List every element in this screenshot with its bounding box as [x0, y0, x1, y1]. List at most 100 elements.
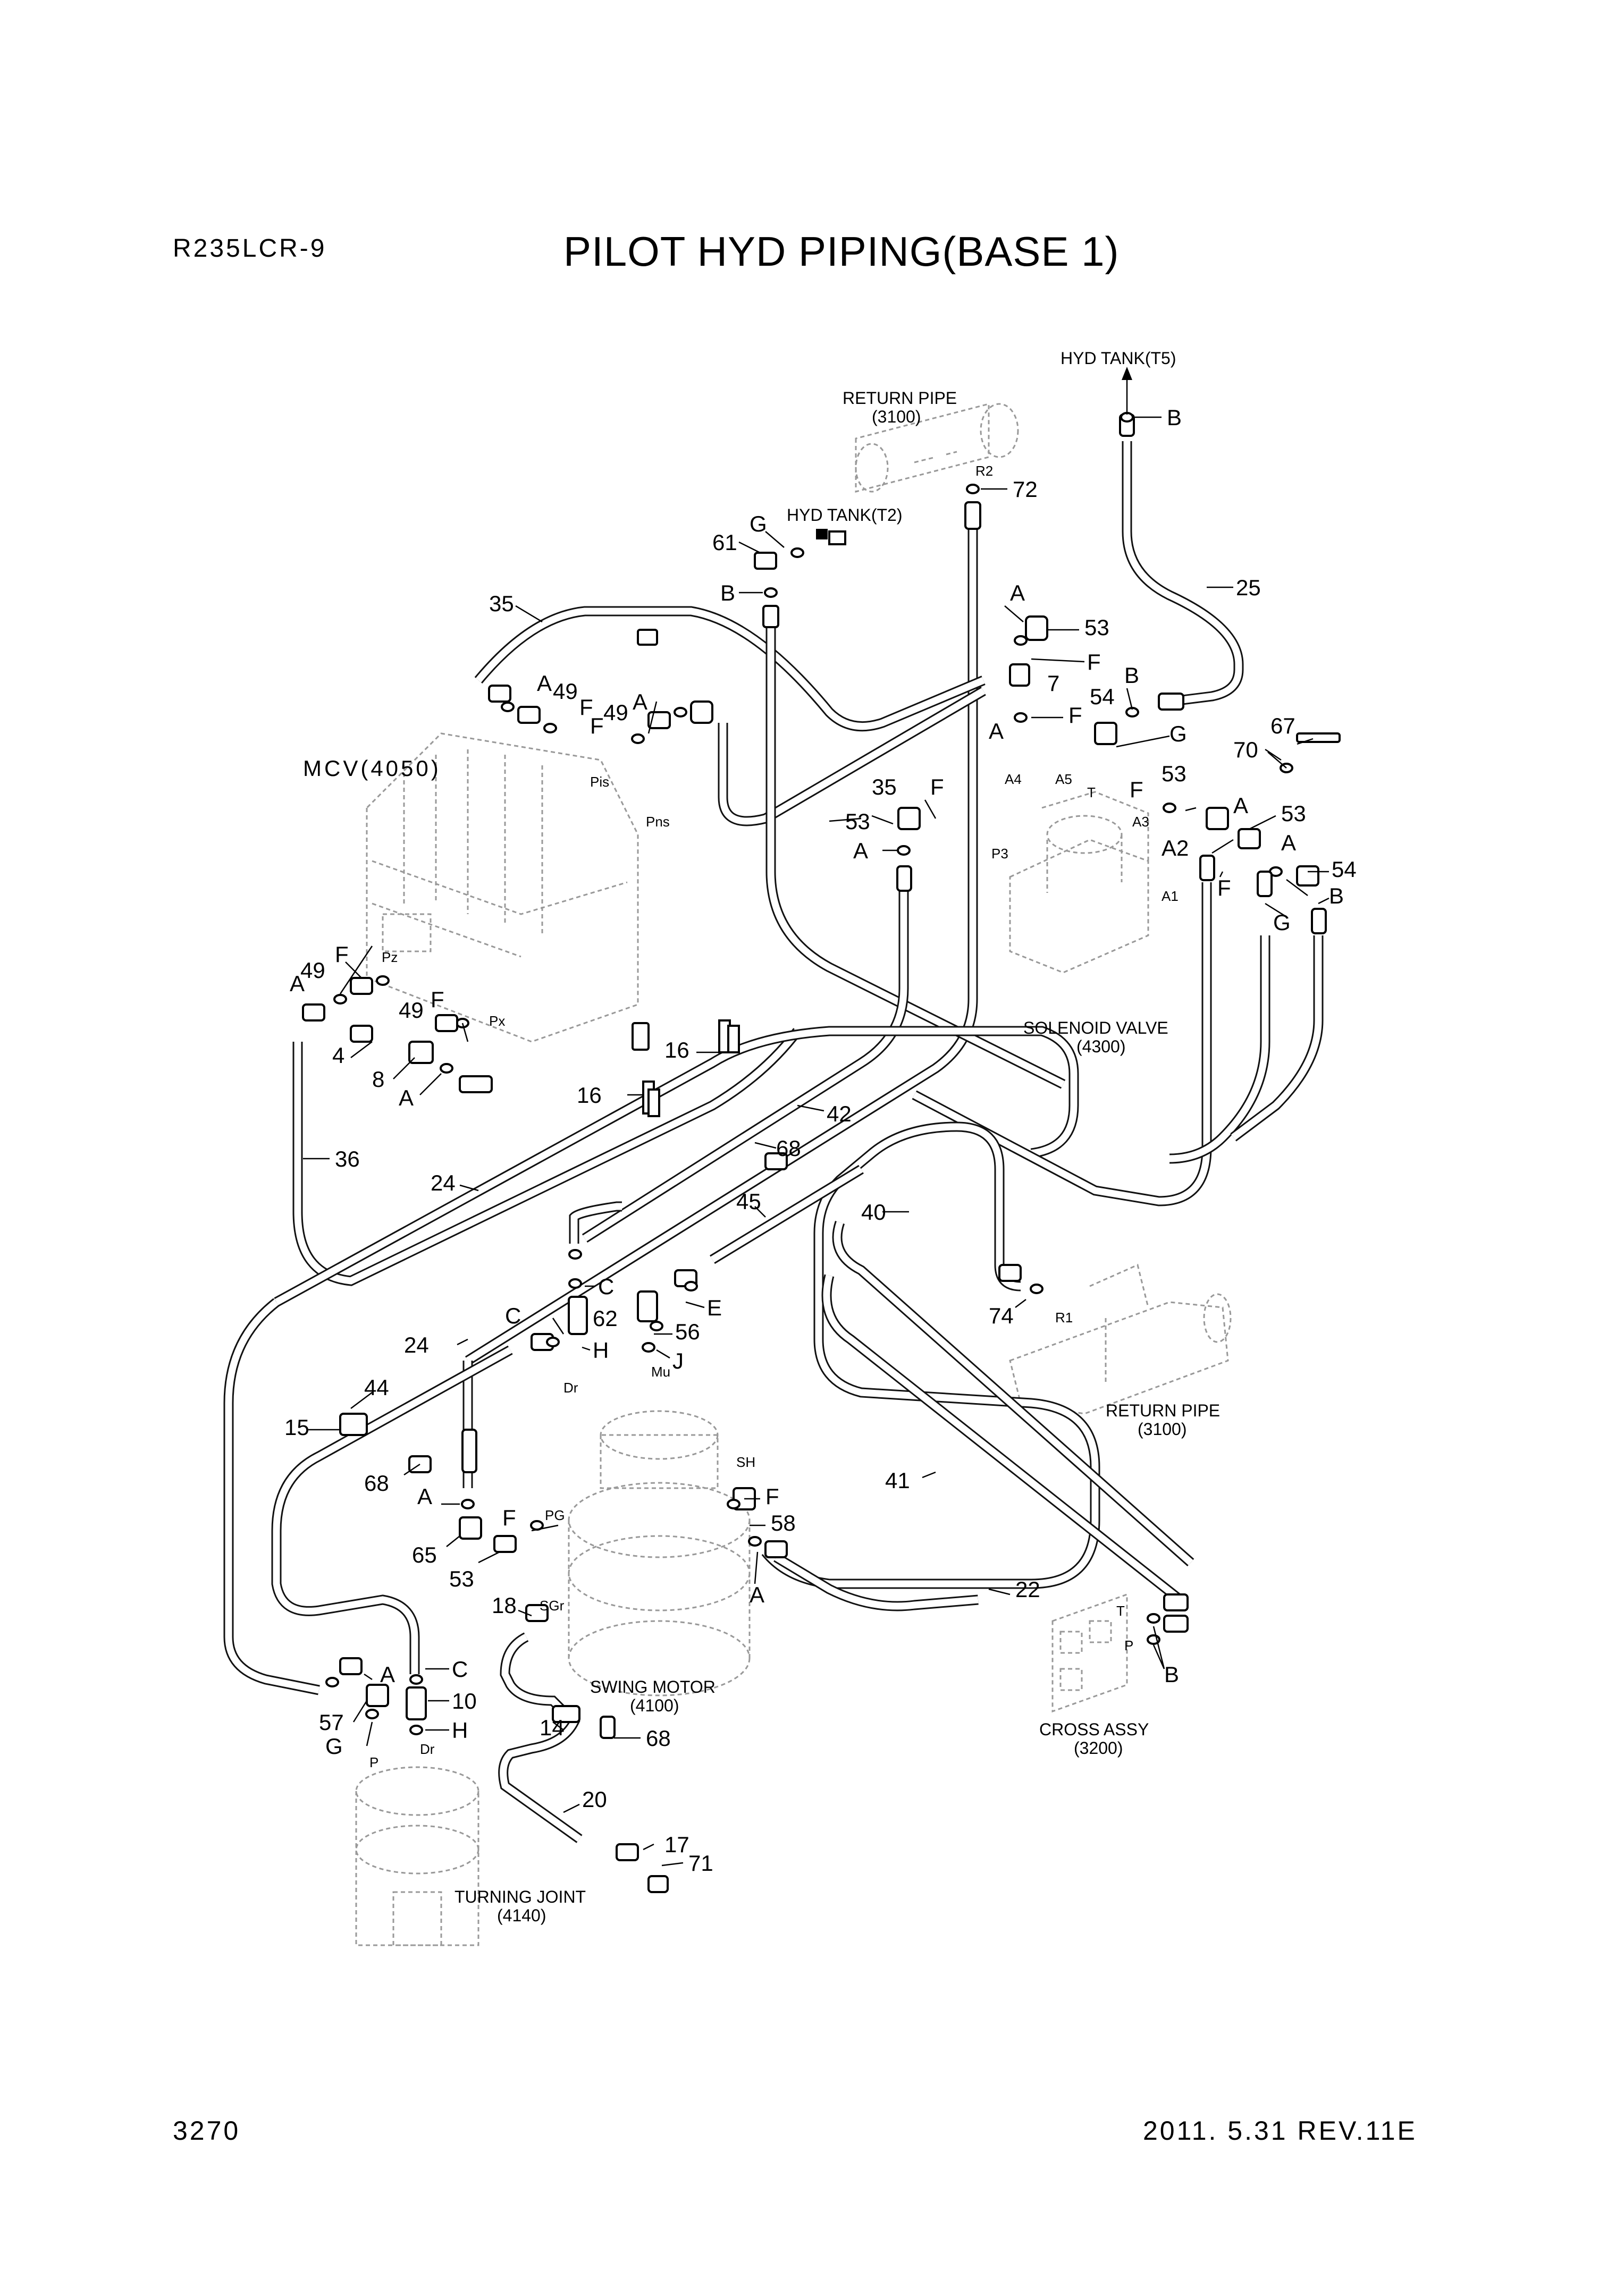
port-sgr: SGr	[540, 1598, 565, 1614]
callout-c-left: C	[505, 1303, 521, 1328]
callout-53-right: 53	[1281, 801, 1306, 826]
callout-36: 36	[335, 1146, 360, 1171]
callout-g-54: G	[1169, 721, 1187, 746]
callout-49b: 49	[603, 700, 628, 725]
callout-j: J	[672, 1348, 684, 1373]
return-pipe-top-drawing	[855, 403, 1019, 493]
callout-57: 57	[319, 1710, 344, 1735]
port-pz: Pz	[382, 949, 398, 965]
port-r2: R2	[975, 463, 993, 479]
port-px: Px	[489, 1013, 505, 1029]
callout-f-49a: F	[579, 695, 593, 720]
port-t-cross: T	[1116, 1603, 1125, 1619]
hyd-tank-t5-label: HYD TANK(T5)	[1061, 349, 1176, 368]
callout-f-pg: F	[502, 1505, 516, 1530]
port-a1: A1	[1162, 888, 1179, 904]
swing-motor-label: SWING MOTOR	[590, 1677, 716, 1696]
callout-17: 17	[664, 1832, 689, 1857]
hose-group	[223, 441, 1324, 1843]
callout-a-8: A	[399, 1085, 414, 1110]
model-number: R235LCR-9	[173, 234, 327, 263]
callout-a-53: A	[1010, 580, 1025, 605]
callout-16-upper: 16	[664, 1037, 689, 1062]
swing-motor-code: (4100)	[630, 1696, 679, 1715]
callout-f-49b: F	[590, 713, 604, 738]
swing-motor-drawing	[568, 1410, 751, 1696]
callout-49d: 49	[399, 998, 424, 1023]
callout-a2: A2	[1162, 835, 1189, 860]
callout-a-49c: A	[290, 971, 305, 996]
solenoid-valve-drawing	[1009, 791, 1149, 974]
revision-date: 2011. 5.31 REV.11E	[1143, 2116, 1417, 2146]
turning-joint-drawing	[355, 1766, 479, 1946]
port-dr-motor: Dr	[563, 1380, 578, 1396]
callout-68-bottom: 68	[646, 1726, 671, 1751]
arrow-up-icon	[1122, 367, 1132, 415]
callout-53-lower: 53	[449, 1566, 474, 1591]
turning-joint-label: TURNING JOINT	[455, 1887, 586, 1906]
callout-42: 42	[827, 1101, 852, 1126]
callout-f-53: F	[1087, 649, 1101, 674]
port-a4: A4	[1005, 771, 1022, 787]
callout-15: 15	[284, 1415, 309, 1440]
callout-a-49a: A	[537, 671, 552, 696]
callout-49a: 49	[553, 679, 578, 704]
callout-53-mid: 53	[845, 809, 870, 834]
callout-b-tank: B	[1167, 405, 1182, 430]
tank-marker-icon	[816, 529, 828, 539]
callout-a-53-mid: A	[853, 838, 868, 863]
callout-68-lower: 68	[364, 1471, 389, 1496]
return-pipe-right-label: RETURN PIPE	[1106, 1401, 1220, 1420]
callout-7: 7	[1047, 671, 1059, 696]
callout-b-61: B	[720, 580, 735, 605]
callout-74: 74	[989, 1303, 1014, 1328]
callout-18: 18	[492, 1593, 517, 1618]
cross-assy-code: (3200)	[1074, 1738, 1123, 1758]
mcv-label: MCV(4050)	[303, 756, 441, 781]
callout-8: 8	[372, 1067, 384, 1092]
return-pipe-right-code: (3100)	[1138, 1420, 1187, 1439]
port-a3: A3	[1132, 814, 1149, 830]
port-p3: P3	[991, 846, 1008, 862]
cross-assy-drawing	[1051, 1593, 1128, 1713]
callout-e: E	[707, 1295, 722, 1320]
port-pg: PG	[545, 1507, 565, 1523]
callout-45: 45	[736, 1189, 761, 1214]
callout-58: 58	[771, 1510, 796, 1535]
callout-72: 72	[1013, 477, 1038, 502]
callout-labels: B 72 G 61 B 35 25 A 53 F 7 F A B 54 G A …	[284, 405, 1357, 1876]
callout-a-68: A	[417, 1484, 432, 1509]
port-r1: R1	[1055, 1310, 1073, 1326]
callout-f-7: F	[1068, 703, 1082, 728]
return-pipe-top-label: RETURN PIPE	[843, 389, 957, 408]
callout-f-sh: F	[765, 1484, 779, 1509]
callout-22: 22	[1015, 1577, 1040, 1602]
callout-70: 70	[1233, 737, 1258, 762]
callout-35-upper: 35	[489, 591, 514, 616]
callout-20: 20	[582, 1787, 607, 1812]
callout-c-62: C	[598, 1274, 614, 1299]
fittings	[302, 412, 1341, 1893]
callout-54-right: 54	[1332, 857, 1357, 882]
callout-40: 40	[861, 1200, 886, 1225]
callout-f-53-sol: F	[1130, 777, 1143, 802]
page-title: PILOT HYD PIPING(BASE 1)	[563, 228, 1120, 275]
callout-61: 61	[712, 530, 737, 555]
callout-a-7: A	[989, 719, 1004, 744]
solenoid-valve-code: (4300)	[1076, 1037, 1126, 1056]
callout-71: 71	[688, 1851, 713, 1876]
callout-53-sol: 53	[1162, 761, 1186, 786]
callout-67: 67	[1270, 713, 1295, 738]
callout-41: 41	[885, 1468, 910, 1493]
callout-4: 4	[332, 1043, 344, 1068]
callout-53-top: 53	[1084, 615, 1109, 640]
port-t-solenoid: T	[1087, 784, 1096, 800]
callout-16-lower: 16	[577, 1083, 602, 1108]
turning-joint-code: (4140)	[497, 1906, 546, 1925]
port-mu: Mu	[651, 1364, 670, 1380]
callout-56: 56	[675, 1319, 700, 1344]
leader-lines	[303, 416, 1329, 1867]
callout-a-10: A	[380, 1662, 395, 1687]
callout-g-t2: G	[750, 511, 767, 536]
callout-h-62: H	[593, 1338, 609, 1363]
